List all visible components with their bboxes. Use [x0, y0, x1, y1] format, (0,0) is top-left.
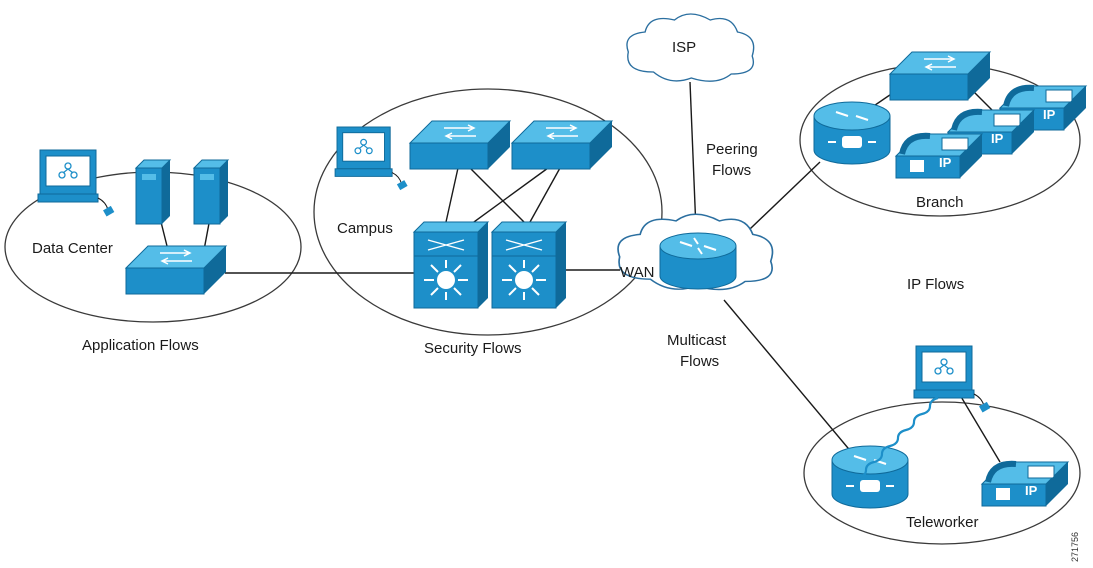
- wan-label: WAN: [620, 264, 654, 281]
- dc-server-2-icon[interactable]: [193, 159, 229, 225]
- wireless-link-icon: [857, 396, 939, 480]
- ip-badge-1: IP: [939, 155, 952, 170]
- peering-flows-label-1: Peering: [706, 141, 758, 158]
- ip-badge-3: IP: [1043, 107, 1056, 122]
- ip-badge-teleworker: IP: [1025, 483, 1038, 498]
- campus-zone: [313, 88, 663, 336]
- campus-switch-2-icon[interactable]: [511, 120, 613, 170]
- security-flows-label: Security Flows: [424, 340, 522, 357]
- teleworker-pc-phone-link: [959, 394, 1001, 463]
- multicast-flows-label-1: Multicast: [667, 332, 727, 349]
- dc-workstation-icon[interactable]: [37, 149, 115, 218]
- campus-multilayer-switch-2-icon[interactable]: [491, 221, 567, 309]
- campus-multilayer-switch-1-icon[interactable]: [413, 221, 489, 309]
- campus-switch-1-icon[interactable]: [409, 120, 511, 170]
- branch-switch-icon[interactable]: [889, 51, 991, 101]
- multicast-flows-label-2: Flows: [680, 353, 719, 370]
- sw2-ml2-link: [529, 167, 561, 223]
- campus-label: Campus: [337, 220, 393, 237]
- teleworker-voice-router-icon[interactable]: [831, 445, 909, 509]
- wan-router-icon[interactable]: [659, 232, 737, 290]
- peering-flows-label-2: Flows: [712, 162, 751, 179]
- ip-badge-2: IP: [991, 131, 1004, 146]
- teleworker-label: Teleworker: [906, 514, 979, 531]
- wan-teleworker-link: [723, 299, 859, 461]
- campus-workstation-icon[interactable]: [334, 126, 409, 191]
- isp-label: ISP: [672, 39, 696, 56]
- data-center-label: Data Center: [32, 240, 113, 257]
- branch-voice-router-icon[interactable]: [813, 101, 891, 165]
- figure-id-label: 271756: [1070, 532, 1080, 562]
- isp-wan-link: [689, 81, 697, 231]
- sw1-ml2-link: [469, 167, 525, 223]
- sw1-ml1-link: [445, 167, 459, 223]
- dc-switch-icon[interactable]: [125, 245, 227, 295]
- teleworker-zone: [803, 401, 1081, 545]
- dc-server-1-icon[interactable]: [135, 159, 171, 225]
- ip-flows-label: IP Flows: [907, 276, 964, 293]
- branch-label: Branch: [916, 194, 964, 211]
- application-flows-label: Application Flows: [82, 337, 199, 354]
